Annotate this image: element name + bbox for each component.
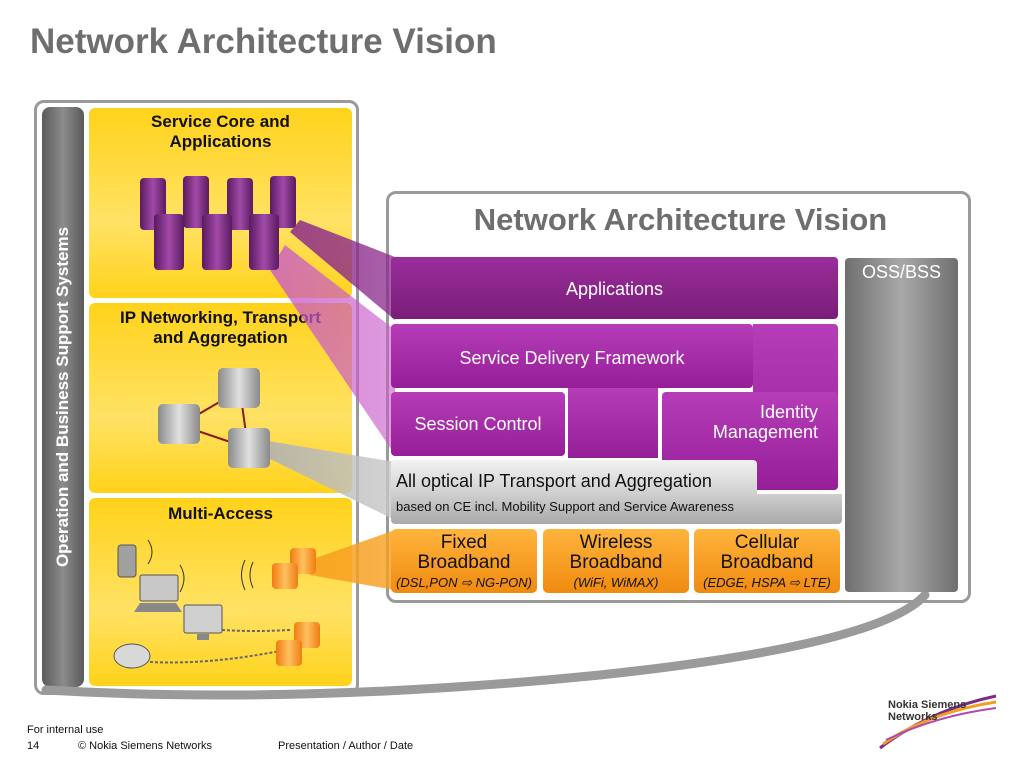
oss-bss-vertical-bar <box>42 107 84 687</box>
ip-networking-label: IP Networking, Transport and Aggregation <box>89 308 352 348</box>
logo-line2: Networks <box>888 711 938 723</box>
service-delivery-block <box>391 324 753 388</box>
applications-block <box>391 257 838 319</box>
slide-title: Network Architecture Vision <box>30 22 497 61</box>
service-delivery-label: Service Delivery Framework <box>459 348 685 368</box>
service-core-label: Service Core and Applications <box>89 112 352 152</box>
identity-label-line2: Management <box>712 422 818 442</box>
architecture-title: Network Architecture Vision <box>473 202 888 237</box>
network-nodes-icon <box>158 368 270 468</box>
identity-label-line1: Identity <box>759 402 818 422</box>
cellular-broadband-sub: (EDGE, HSPA ⇨ LTE) <box>703 575 831 590</box>
connector-applications <box>290 220 395 320</box>
wireless-broadband-block: Wireless Broadband (WiFi, WiMAX) <box>543 529 689 593</box>
session-control-block <box>391 392 565 456</box>
fixed-broadband-line1: Fixed <box>440 532 488 553</box>
ip-networking-label-line1: IP Networking, Transport <box>120 308 321 327</box>
fixed-broadband-block: Fixed Broadband (DSL,PON ⇨ NG-PON) <box>391 529 537 593</box>
server-icon <box>140 176 296 270</box>
cellular-broadband-line1: Cellular <box>734 532 800 553</box>
transport-bottom-block <box>391 494 842 524</box>
cellular-broadband-block: Cellular Broadband (EDGE, HSPA ⇨ LTE) <box>694 529 840 593</box>
nokia-siemens-logo-icon <box>879 694 997 750</box>
ip-networking-label-line2: and Aggregation <box>153 328 288 347</box>
cellular-broadband-line2: Broadband <box>720 552 814 573</box>
identity-management-label: Identity Management <box>662 402 818 442</box>
footer-presentation: Presentation / Author / Date <box>278 740 414 752</box>
footer-copyright: © Nokia Siemens Networks <box>78 740 213 752</box>
applications-label: Applications <box>565 279 664 299</box>
access-devices-icon <box>113 539 320 669</box>
wireless-broadband-line2: Broadband <box>569 552 663 573</box>
service-core-label-line1: Service Core and <box>151 112 290 131</box>
nokia-siemens-logo-text: Nokia Siemens Networks <box>888 699 966 723</box>
transport-title: All optical IP Transport and Aggregation <box>396 471 712 491</box>
wireless-broadband-sub: (WiFi, WiMAX) <box>573 575 659 590</box>
fixed-broadband-line2: Broadband <box>417 552 511 573</box>
oss-connector-arc <box>41 590 930 700</box>
session-control-label: Session Control <box>414 414 542 434</box>
connector-services <box>270 245 395 455</box>
fixed-broadband-sub: (DSL,PON ⇨ NG-PON) <box>396 575 532 590</box>
multi-access-label: Multi-Access <box>168 504 273 523</box>
footer-internal-use: For internal use <box>27 724 104 736</box>
service-core-label-line2: Applications <box>169 132 272 151</box>
service-delivery-stem-block <box>568 388 658 458</box>
transport-subtitle: based on CE incl. Mobility Support and S… <box>396 499 734 514</box>
wireless-broadband-line1: Wireless <box>579 532 653 553</box>
transport-top-block <box>391 460 757 494</box>
footer-page-number: 14 <box>27 740 40 752</box>
connector-transport <box>262 440 395 520</box>
connector-access <box>310 530 395 590</box>
logo-line1: Nokia Siemens <box>888 699 967 711</box>
oss-bss-label: OSS/BSS <box>861 262 942 282</box>
oss-bss-block <box>845 258 958 592</box>
